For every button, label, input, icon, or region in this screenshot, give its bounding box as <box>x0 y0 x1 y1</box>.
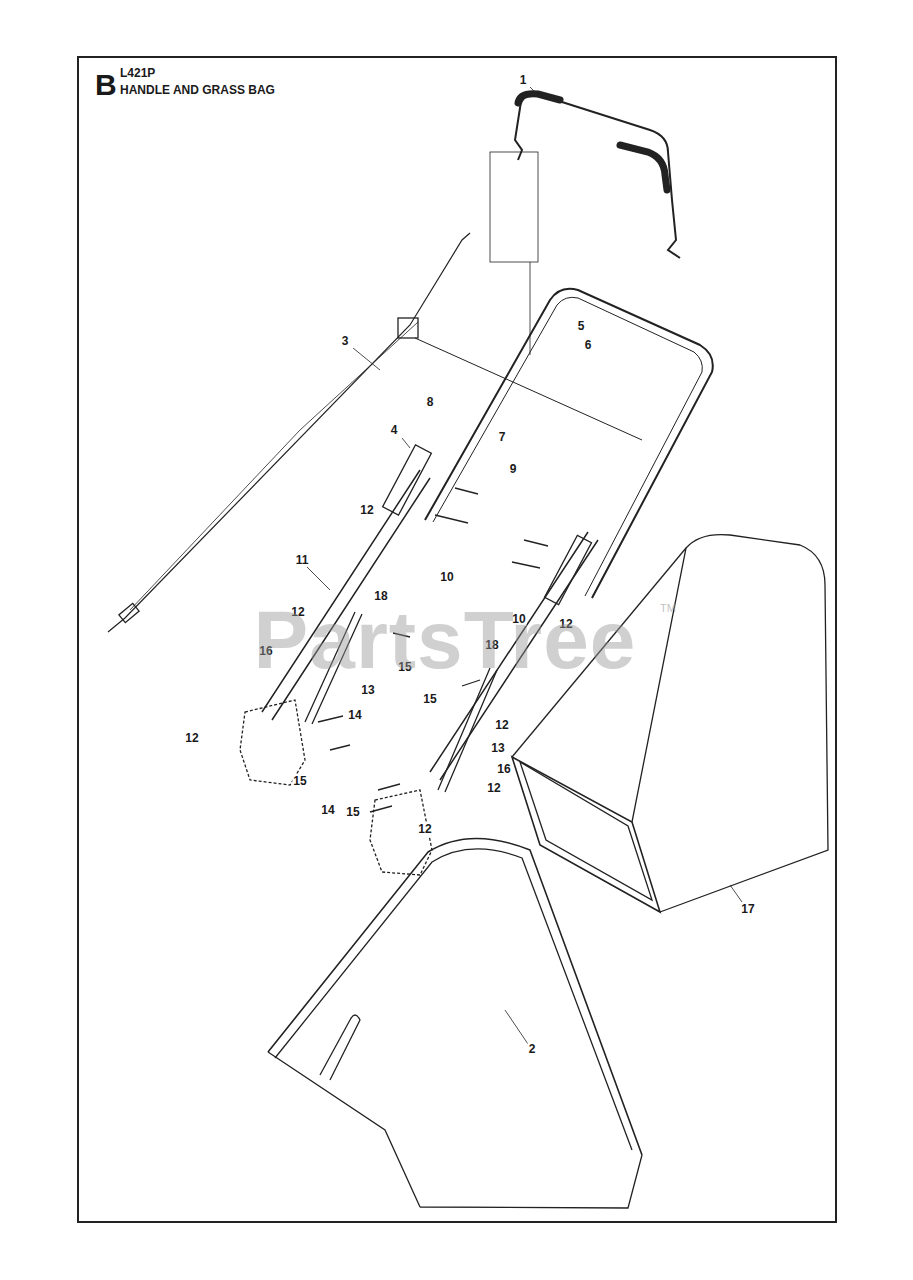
callout-number: 15 <box>292 774 307 788</box>
callout-number: 12 <box>184 731 199 745</box>
callout-number: 14 <box>320 803 335 817</box>
callout-number: 16 <box>496 762 511 776</box>
section-letter: B <box>95 70 117 100</box>
callout-number: 3 <box>341 334 350 348</box>
callout-number: 13 <box>490 741 505 755</box>
frame-border <box>78 57 836 1222</box>
callout-number: 12 <box>494 718 509 732</box>
model-number: L421P <box>120 67 155 79</box>
watermark: PartsTree <box>254 599 637 681</box>
callout-number: 7 <box>498 430 507 444</box>
callout-number: 10 <box>439 570 454 584</box>
trademark-mark: TM <box>660 603 676 614</box>
callout-number: 8 <box>426 395 435 409</box>
callout-number: 2 <box>528 1042 537 1056</box>
callout-number: 4 <box>390 423 399 437</box>
callout-number: 1 <box>519 73 528 87</box>
callout-number: 14 <box>347 708 362 722</box>
callout-number: 17 <box>740 902 755 916</box>
callout-number: 15 <box>345 805 360 819</box>
callout-number: 15 <box>422 692 437 706</box>
callout-number: 9 <box>509 462 518 476</box>
callout-number: 12 <box>359 503 374 517</box>
callout-number: 13 <box>360 683 375 697</box>
callout-number: 5 <box>577 319 586 333</box>
callout-number: 6 <box>584 338 593 352</box>
diagram-title: HANDLE AND GRASS BAG <box>120 84 275 96</box>
callout-number: 12 <box>486 781 501 795</box>
callout-number: 12 <box>417 822 432 836</box>
callout-number: 11 <box>295 553 310 567</box>
